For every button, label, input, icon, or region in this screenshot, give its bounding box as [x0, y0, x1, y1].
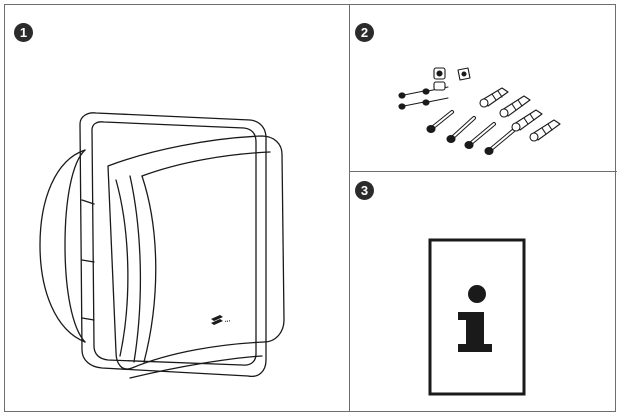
- spacer-icon: [457, 67, 471, 81]
- long-screw-icon: [484, 128, 516, 156]
- information-sign: [428, 238, 526, 396]
- small-screw-icon: [398, 90, 425, 99]
- info-i-icon: [458, 312, 492, 352]
- info-dot-icon: [468, 285, 486, 303]
- panel-1-number: 1: [14, 23, 33, 42]
- row-divider: [349, 171, 617, 172]
- wall-plug-icon: [511, 109, 543, 132]
- long-screw-icon: [426, 110, 454, 134]
- screws-and-plugs-illustration: [398, 67, 561, 156]
- nut-icon: [433, 67, 446, 91]
- wall-plug-icon: [529, 119, 561, 142]
- product-logo-text: ...: [224, 316, 231, 324]
- long-screw-icon: [446, 116, 476, 144]
- panel-2-number: 2: [355, 23, 374, 42]
- small-screw-icon: [422, 97, 449, 106]
- long-screw-icon: [464, 122, 496, 150]
- small-screw-icon: [398, 101, 425, 110]
- wall-plug-icon: [499, 95, 531, 118]
- panel-3-number: 3: [355, 181, 374, 200]
- fan-unit-illustration: ...: [39, 112, 285, 379]
- parts-grid-frame: [4, 4, 617, 412]
- wall-plug-icon: [479, 87, 509, 108]
- column-divider: [349, 5, 350, 411]
